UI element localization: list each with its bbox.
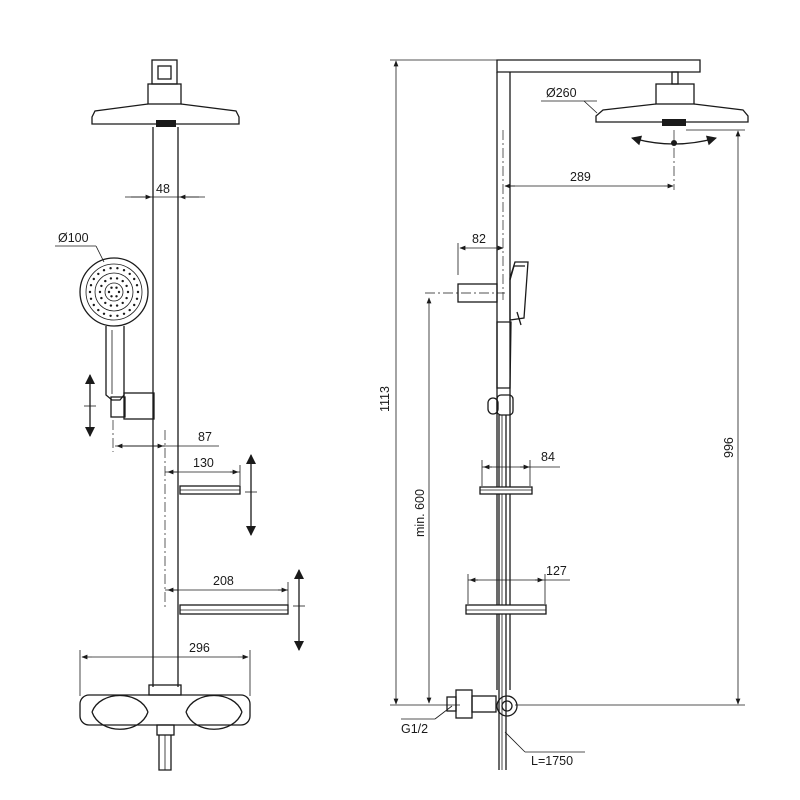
dim-total-height: 1113 [378,59,497,706]
nozzle-dot [117,290,121,294]
nozzle-dot [116,314,119,317]
side-hand-holder [425,261,529,389]
dim-shelf-large-label: 208 [213,574,234,588]
front-hand-shower: Ø100 [55,231,155,452]
side-shelf-small: 84 [479,450,560,495]
nozzle-dot [109,277,113,280]
hand-holder-adjust-arrow [84,374,96,437]
nozzle-dot [136,290,140,294]
nozzle-dot [115,286,118,289]
dim-shower-width-label: 48 [156,182,170,196]
nozzle-dot [89,297,93,300]
nozzle-dot [115,277,119,280]
nozzle-dot [126,290,130,294]
nozzle-dot [102,312,106,315]
nozzle-dot [100,296,103,300]
shelf-small-adjust-arrow [245,454,257,536]
nozzle-dot [110,286,113,289]
nozzle-dot [122,269,126,272]
dim-shelf-large-depth-label: 127 [546,564,567,578]
nozzle-dot [121,301,124,305]
dim-head-height: 996 [515,129,745,706]
nozzle-dot [109,267,112,270]
nozzle-dot [133,277,136,281]
nozzle-dot [107,290,111,294]
dim-shelf-small-label: 130 [193,456,214,470]
front-shelf-small: 130 [165,456,241,495]
nozzle-dot [128,272,131,276]
front-riser-pipe [152,127,179,687]
nozzle-dot [89,284,93,287]
nozzle-dot [133,303,136,307]
nozzle-dot [135,284,139,287]
nozzle-dot [98,290,102,294]
dim-hand-offset: 87 [115,430,219,449]
nozzle-dot [97,272,100,276]
head-diameter-label: Ø260 [546,86,577,100]
front-shower-head [91,59,240,127]
dim-head-height-label: 996 [722,437,736,458]
nozzle-dot [121,279,124,283]
side-shower-head: Ø260 [541,83,749,190]
nozzle-dot [109,314,112,317]
front-mixer [79,684,251,771]
dim-min-height: min. 600 [413,297,432,704]
nozzle-dot [110,295,113,298]
nozzle-dot [100,284,103,288]
nozzle-dot [115,304,119,307]
nozzle-dot [122,312,126,315]
inlet-thread-label: G1/2 [401,722,428,736]
nozzle-dot [92,277,96,281]
dim-min-height-label: min. 600 [413,489,427,537]
dim-total-height-label: 1113 [378,386,392,412]
dim-arm-reach-label: 289 [570,170,591,184]
nozzle-dot [102,269,106,272]
side-lower-rail [487,394,514,770]
front-shelf-large: 208 [165,574,289,615]
hand-shower-diameter-label: Ø100 [58,231,89,245]
side-shelf-large: 127 [465,564,570,615]
nozzle-dot [97,308,100,312]
nozzle-dot [104,301,107,305]
nozzle-dot [116,267,119,270]
nozzle-dot [115,295,118,298]
nozzle-dot [125,296,128,300]
dim-holder-depth-label: 82 [472,232,486,246]
nozzle-dot [128,308,131,312]
side-mixer: G1/2 L=1750 [401,689,585,768]
dim-arm-reach: 289 [502,130,674,300]
dim-holder-depth: 82 [457,232,504,275]
nozzle-dot [135,297,139,300]
side-view: Ø260 289 82 [378,59,749,770]
dim-shelf-small-depth-label: 84 [541,450,555,464]
nozzle-dot [104,279,107,283]
dim-mixer-width: 296 [79,641,251,696]
dim-mixer-width-label: 296 [189,641,210,655]
shelf-large-adjust-arrow [293,569,305,651]
front-view: 48 Ø100 87 [55,59,305,771]
nozzle-dot [88,290,92,294]
nozzle-dot [109,304,113,307]
dim-shower-width: 48 [125,182,205,200]
side-top-arm [496,59,701,690]
dim-hand-offset-label: 87 [198,430,212,444]
nozzle-dot [92,303,96,307]
nozzle-dot [125,284,128,288]
hose-length-label: L=1750 [531,754,573,768]
